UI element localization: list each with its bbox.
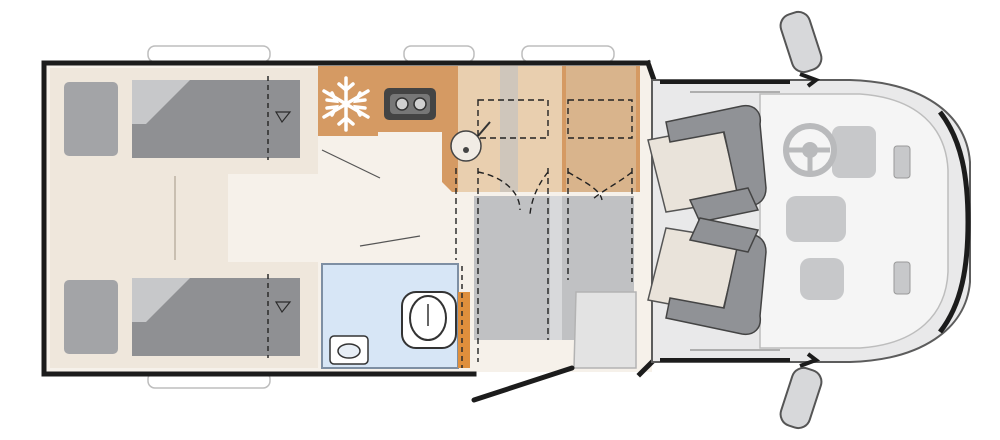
- door-swing-line-top: [321, 149, 381, 179]
- rear-beds: [50, 68, 318, 368]
- windscreen-edge: [938, 110, 971, 334]
- driver-cab: [647, 10, 971, 430]
- dashboard-lower: [800, 258, 844, 300]
- kitchen-unit: [318, 66, 640, 192]
- dashboard-vent-top: [893, 145, 911, 179]
- pillow-top: [64, 82, 118, 156]
- mattress-bottom: [132, 278, 300, 356]
- window-tab-top-mid: [403, 45, 475, 63]
- mattress-top: [132, 80, 300, 158]
- blanket-fold-bottom: [132, 278, 190, 322]
- driver-seat: [647, 104, 767, 223]
- dashboard-vent-bottom: [893, 261, 911, 295]
- washroom-wall-accent: [458, 292, 470, 368]
- steering-wheel-icon: [783, 123, 837, 177]
- toilet-icon: [401, 291, 457, 349]
- dashboard-center: [832, 126, 876, 178]
- dinette-seat-corner: [573, 291, 637, 369]
- passenger-seat: [647, 217, 767, 336]
- hob-icon: [384, 88, 436, 120]
- window-tab-top-left: [147, 45, 271, 63]
- bed-hinge-top: [274, 111, 292, 124]
- pillow-bottom: [64, 280, 118, 354]
- window-tab-top-right: [521, 45, 615, 63]
- washbasin-icon: [329, 335, 369, 365]
- washroom: [321, 263, 470, 369]
- door-swing-line-bottom: [359, 235, 421, 247]
- blanket-fold-top: [132, 80, 190, 124]
- entrance-door: [471, 365, 575, 403]
- kitchen-divider: [500, 66, 518, 192]
- dinette: [455, 99, 637, 369]
- dinette-dashed-outlines: [455, 99, 633, 362]
- mirror-bottom: [779, 352, 823, 430]
- dashboard-console: [786, 196, 846, 242]
- bed-cross-area: [50, 174, 228, 262]
- kitchen-light-panel-2: [566, 66, 636, 192]
- sink-icon: [450, 121, 491, 162]
- snowflake-icon: [322, 76, 370, 132]
- bed-hinge-bottom: [274, 301, 292, 314]
- mirror-top: [779, 10, 823, 88]
- dinette-bench-divider: [550, 196, 562, 340]
